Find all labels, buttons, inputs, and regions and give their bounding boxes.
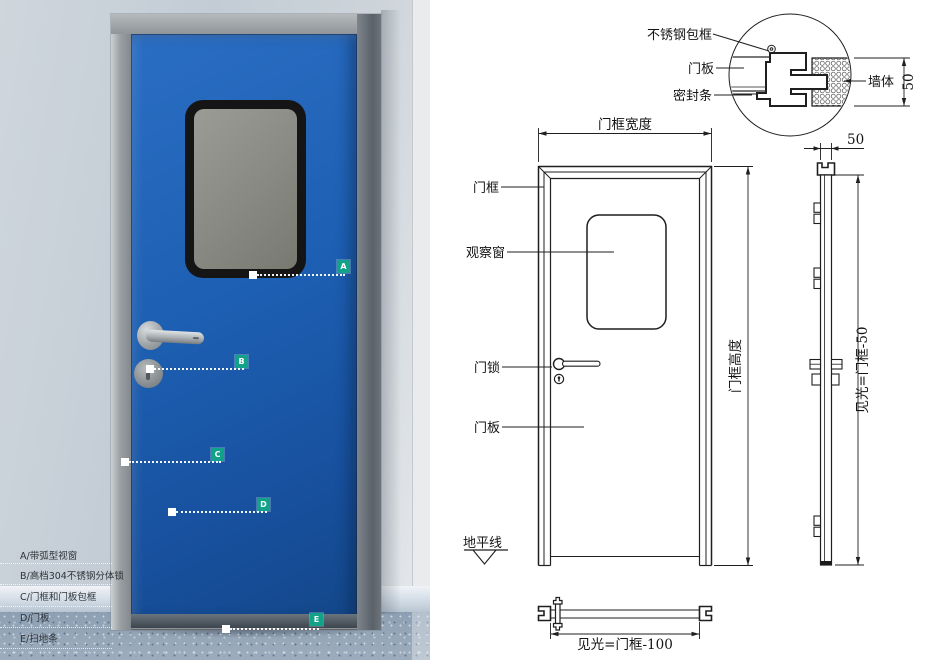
door-sweep-strip bbox=[131, 614, 357, 628]
callout-anchor-c bbox=[121, 458, 129, 466]
marker-c: C bbox=[211, 448, 224, 461]
dim-door-thickness: 50 bbox=[847, 132, 864, 148]
label-ground-line: 地平线 bbox=[463, 536, 502, 551]
door-lock-symbol bbox=[552, 357, 601, 385]
dim-clear-height: 见光=门框-50 bbox=[855, 326, 871, 413]
marker-d: D bbox=[257, 498, 270, 511]
label-observation-window: 观察窗 bbox=[466, 245, 505, 261]
stainless-frame-profile bbox=[756, 52, 828, 107]
label-door-lock: 门锁 bbox=[474, 360, 500, 376]
observation-window bbox=[185, 100, 306, 278]
dim-clear-width: 见光=门框-100 bbox=[577, 637, 673, 653]
callout-anchor-e bbox=[222, 625, 230, 633]
legend-separator bbox=[0, 648, 112, 649]
marker-e: E bbox=[310, 613, 323, 626]
dim-frame-width: 门框宽度 bbox=[598, 116, 652, 133]
screw-icon bbox=[767, 44, 776, 54]
marker-a: A bbox=[337, 260, 350, 273]
bottom-section bbox=[537, 596, 713, 639]
handle-screw-detail bbox=[192, 336, 200, 340]
front-elevation bbox=[464, 128, 753, 567]
label-door-panel: 门板 bbox=[474, 421, 500, 436]
side-view bbox=[804, 143, 864, 566]
detail-circle-section bbox=[712, 13, 910, 137]
door-frame-right-post bbox=[357, 14, 381, 630]
callout-anchor-b bbox=[146, 365, 154, 373]
callout-line-a bbox=[257, 274, 345, 276]
door-frame-top-beam bbox=[111, 14, 381, 34]
hinge bbox=[813, 515, 822, 538]
dim-frame-height: 门框高度 bbox=[727, 339, 744, 393]
marker-b: B bbox=[235, 355, 248, 368]
dim-wall-thickness: 50 bbox=[901, 73, 917, 90]
technical-drawing: 不锈钢包框 门板 密封条 墙体 50 bbox=[463, 13, 917, 653]
observation-window-outline bbox=[586, 214, 667, 330]
legend-item-b: B/高档304不锈钢分体锁 bbox=[20, 571, 124, 582]
legend-separator bbox=[0, 584, 112, 585]
door-frame-left-post bbox=[111, 14, 131, 630]
pivot-bar-section bbox=[552, 596, 563, 631]
wall-shadow bbox=[381, 10, 401, 614]
callout-anchor-a bbox=[249, 271, 257, 279]
hinge bbox=[813, 267, 822, 290]
legend-item-e: E/扫地条 bbox=[20, 634, 58, 645]
window-glass bbox=[194, 109, 297, 269]
callout-line-e bbox=[230, 628, 319, 630]
callout-line-b bbox=[154, 368, 244, 370]
side-top-cap bbox=[816, 162, 836, 176]
ground-line-symbol bbox=[464, 549, 508, 565]
hinge bbox=[813, 202, 822, 225]
legend-separator bbox=[0, 563, 112, 564]
door-photo-scene: A B C D E A/带弧型视窗 B/高档304不锈钢分体锁 C/门框和门板包… bbox=[0, 0, 460, 660]
lock-cylinder bbox=[134, 359, 163, 388]
legend-separator bbox=[0, 606, 112, 607]
label-stainless-wrap: 不锈钢包框 bbox=[647, 28, 712, 43]
label-wall: 墙体 bbox=[868, 75, 894, 90]
label-seal-strip: 密封条 bbox=[673, 88, 712, 104]
legend-item-d: D/门板 bbox=[20, 613, 50, 624]
label-door-frame: 门框 bbox=[473, 181, 499, 196]
keyhole-icon bbox=[146, 367, 150, 380]
drawing-background bbox=[430, 0, 930, 660]
legend-item-c: C/门框和门板包框 bbox=[20, 592, 97, 603]
legend-separator bbox=[0, 627, 112, 628]
callout-line-d bbox=[176, 511, 267, 513]
callout-line-c bbox=[129, 461, 221, 463]
side-lock-hardware bbox=[809, 358, 843, 386]
label-detail-door-panel: 门板 bbox=[688, 62, 714, 77]
legend-item-a: A/带弧型视窗 bbox=[20, 551, 78, 562]
callout-anchor-d bbox=[168, 508, 176, 516]
